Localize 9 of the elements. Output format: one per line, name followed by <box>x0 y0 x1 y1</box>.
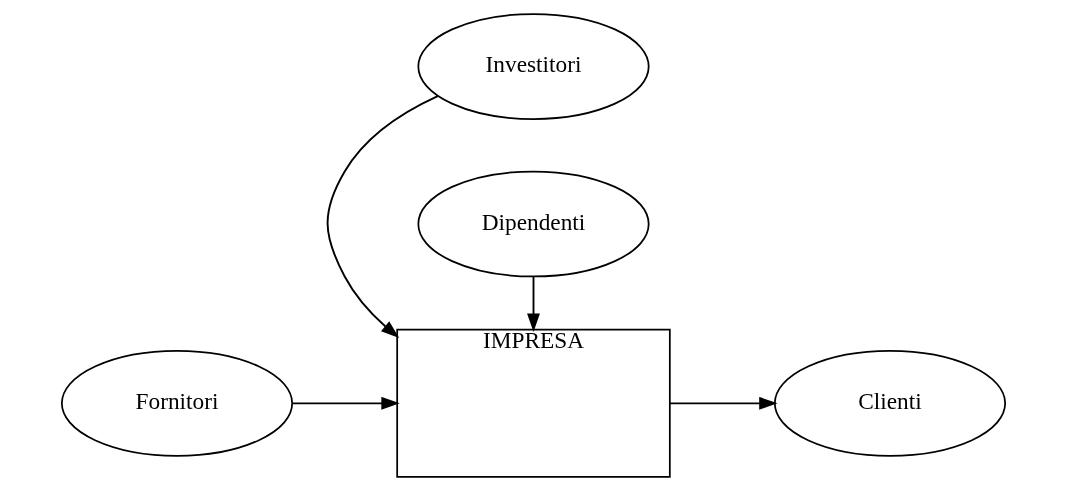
node-ellipse: Dipendenti <box>416 170 650 278</box>
arrow <box>290 396 400 410</box>
node-ellipse: Clienti <box>773 349 1006 457</box>
arrow <box>526 275 540 332</box>
arrow <box>326 95 439 339</box>
node-ellipse: Fornitori <box>60 349 293 457</box>
arrow <box>668 396 778 410</box>
node-ellipse: Investitori <box>416 13 650 120</box>
node-box: IMPRESA <box>395 328 671 478</box>
